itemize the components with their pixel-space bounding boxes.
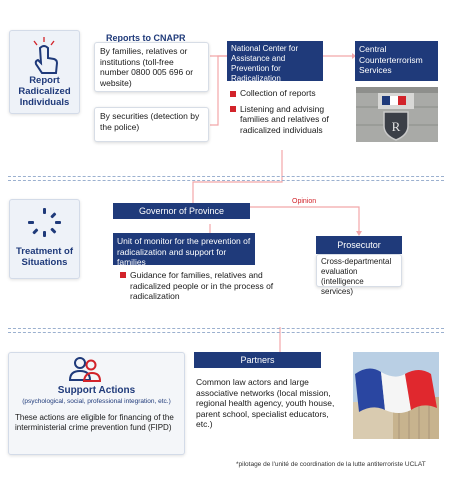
securities-text: By securities (detection by the police) — [100, 111, 200, 132]
divider — [8, 332, 444, 333]
governor-label: Governor of Province — [138, 206, 225, 216]
families-card: By families, relatives or institutions (… — [94, 42, 209, 92]
securities-card: By securities (detection by the police) — [94, 107, 209, 142]
loading-circle-icon — [28, 208, 61, 237]
governor-box: Governor of Province — [113, 203, 250, 219]
svg-text:R: R — [392, 119, 401, 134]
opinion-label: Opinion — [292, 198, 317, 205]
prosecutor-card: Cross-departmental evaluation (intellige… — [316, 254, 402, 296]
partners-box: Partners — [194, 352, 321, 368]
partners-text: Common law actors and large associative … — [196, 377, 335, 429]
cnapr-list: Collection of reports Listening and advi… — [230, 88, 334, 135]
report-side-card: Report Radicalized Individuals — [9, 30, 80, 114]
bullet-icon — [230, 90, 236, 97]
support-text: These actions are eligible for financing… — [15, 413, 174, 432]
cnapr-item: Listening and advising families and rela… — [230, 104, 334, 136]
central-title: Central Counterterrorism Services — [359, 44, 423, 75]
prosecutor-text: Cross-departmental evaluation (intellige… — [321, 257, 392, 296]
cnapr-item: Collection of reports — [230, 88, 334, 99]
divider — [8, 180, 444, 181]
report-side-label: Report Radicalized Individuals — [18, 75, 71, 108]
support-card: Support Actions (psychological, social, … — [8, 352, 185, 455]
unit-box: Unit of monitor for the prevention of ra… — [113, 233, 255, 267]
bullet-icon — [230, 105, 236, 112]
cnapr-title: National Center for Assistance and Preve… — [231, 44, 299, 93]
divider — [8, 328, 444, 329]
guidance-text: Guidance for families, relatives and rad… — [130, 270, 274, 301]
support-title: Support Actions — [57, 385, 136, 396]
footnote: *pilotage de l'unité de coordination de … — [236, 461, 426, 468]
reports-title: Reports to CNAPR — [106, 33, 186, 43]
partners-label: Partners — [240, 355, 275, 365]
hand-tap-icon — [33, 37, 59, 74]
central-box: Central Counterterrorism Services — [355, 41, 438, 81]
treatment-side-card: Treatment of Situations — [9, 199, 80, 279]
french-flag-photo — [353, 352, 439, 439]
police-building-photo: R — [356, 87, 438, 142]
guidance-item: Guidance for families, relatives and rad… — [120, 270, 280, 302]
prosecutor-box: Prosecutor — [316, 236, 402, 254]
bullet-icon — [120, 272, 126, 278]
cnapr-box: National Center for Assistance and Preve… — [227, 41, 323, 93]
unit-text: Unit of monitor for the prevention of ra… — [117, 236, 251, 267]
divider — [8, 176, 444, 177]
treatment-side-label: Treatment of Situations — [15, 246, 73, 268]
prosecutor-label: Prosecutor — [337, 240, 381, 250]
families-text: By families, relatives or institutions (… — [100, 46, 194, 88]
people-icon — [68, 357, 102, 382]
support-subtitle: (psychological, social, professional int… — [22, 398, 171, 405]
